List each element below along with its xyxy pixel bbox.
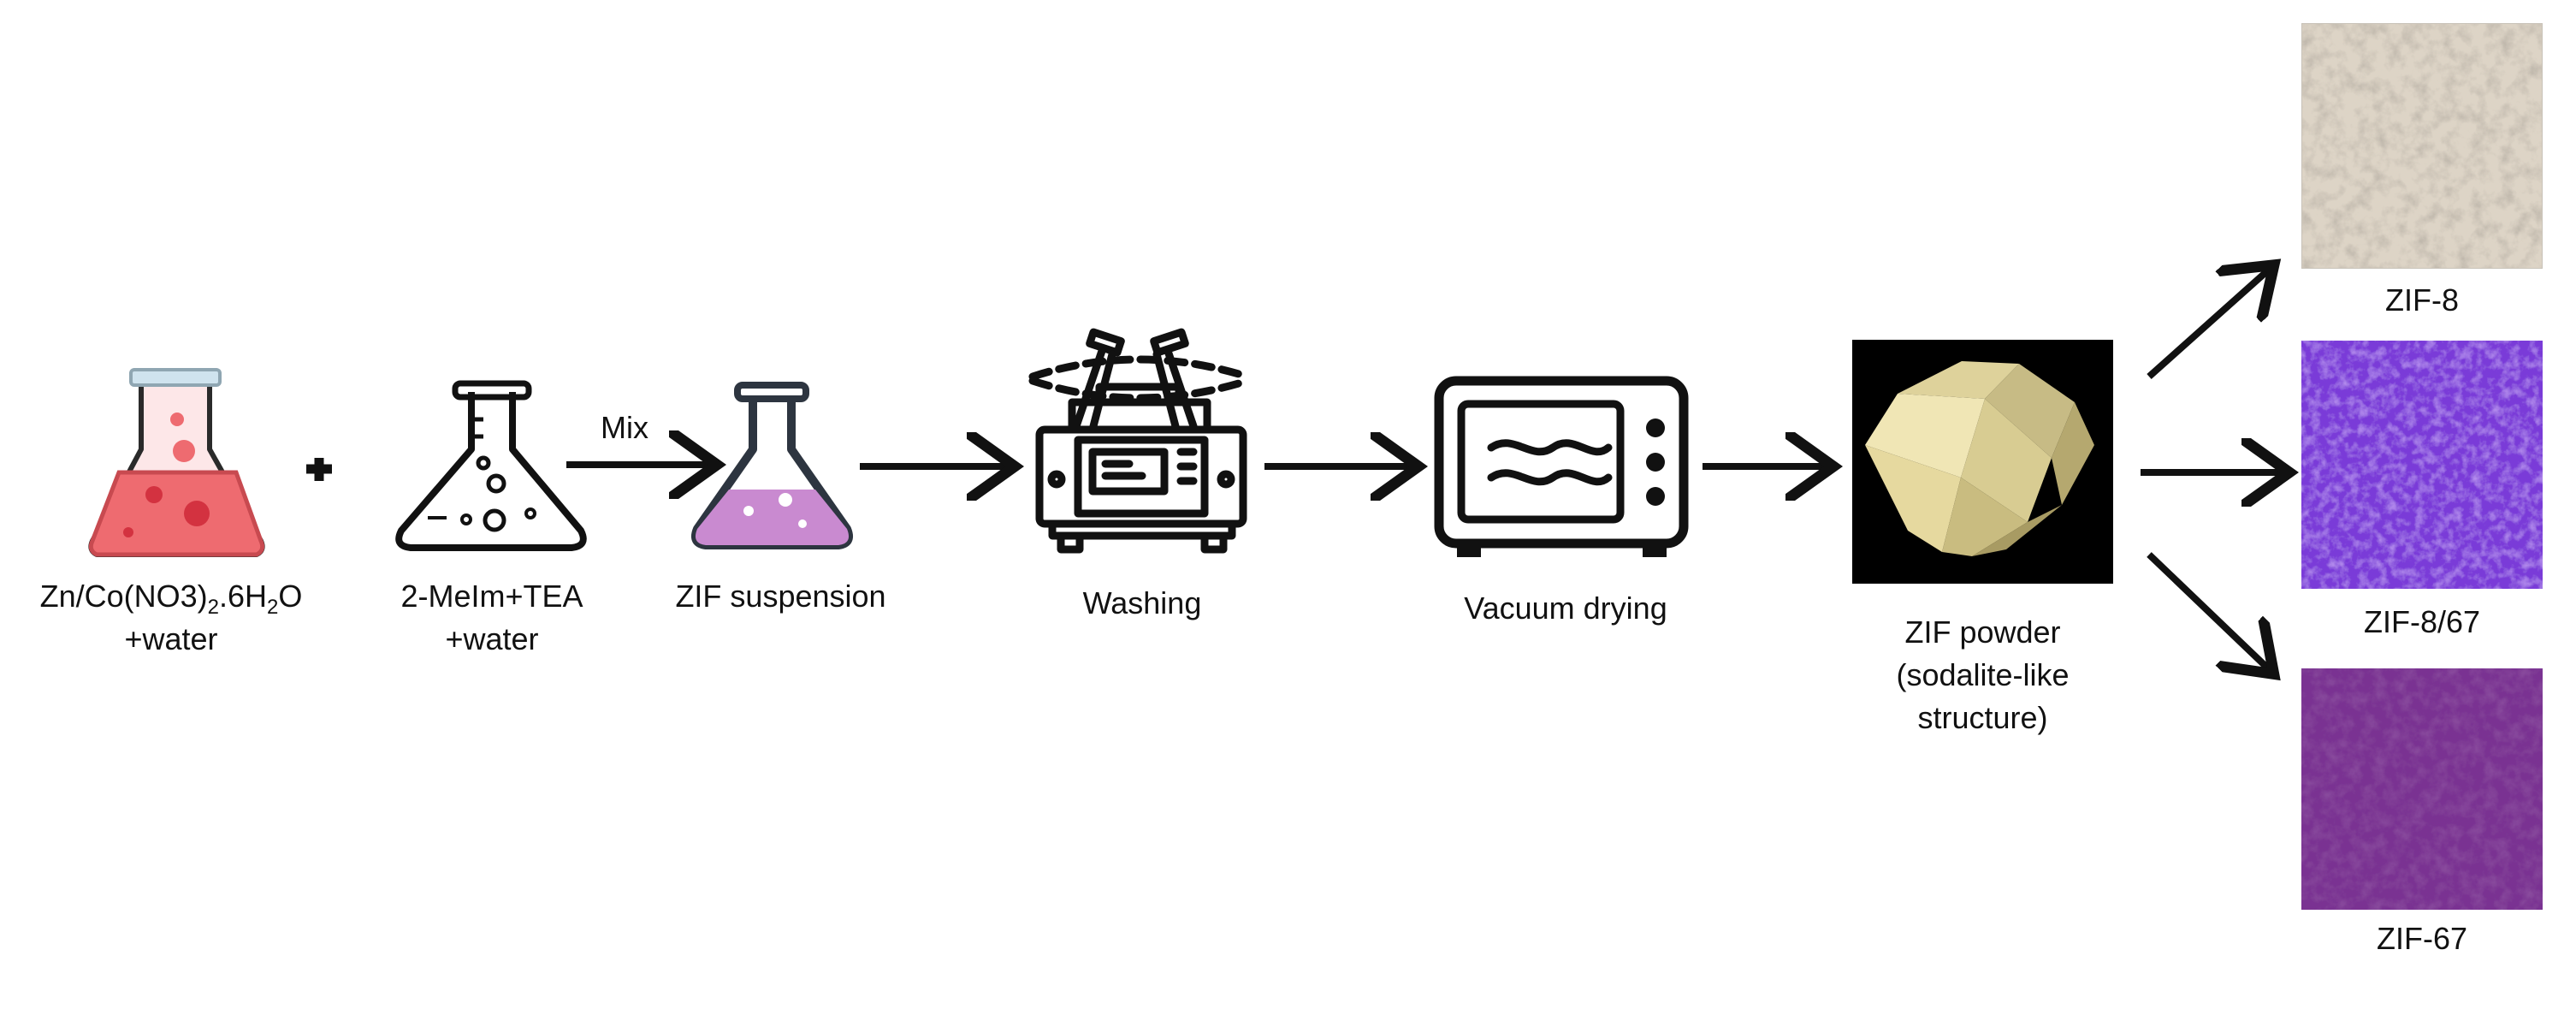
suspension-label: ZIF suspension	[675, 579, 886, 614]
red-flask-icon	[88, 368, 265, 557]
reagent2-solvent: +water	[445, 621, 539, 656]
oven-icon	[1434, 376, 1689, 557]
powder-line1: ZIF powder	[1904, 614, 2061, 650]
reagent1-label: Zn/Co(NO3)2.6H2O +water	[17, 575, 325, 661]
reagent1-solvent: +water	[124, 621, 218, 656]
arrow-to-zif8	[2147, 270, 2269, 379]
powder-line3: structure)	[1917, 700, 2048, 735]
empty-flask-icon	[395, 380, 587, 551]
mix-label: Mix	[601, 410, 648, 445]
zif67-photo	[2301, 668, 2543, 910]
zif8-67-photo	[2301, 341, 2543, 589]
plus-icon	[306, 458, 332, 481]
powder-label: ZIF powder (sodalite-like structure)	[1852, 611, 2113, 739]
powder-line2: (sodalite-like	[1896, 657, 2070, 692]
zif8-67-label: ZIF-8/67	[2363, 604, 2481, 639]
crystal-icon	[1852, 340, 2113, 584]
zif8-photo	[2301, 23, 2543, 269]
arrow-to-zif67	[2147, 552, 2269, 669]
zif67-label: ZIF-67	[2376, 921, 2467, 956]
zif8-label: ZIF-8	[2385, 282, 2459, 318]
drying-label: Vacuum drying	[1464, 591, 1667, 626]
washing-label: Washing	[1082, 585, 1202, 620]
pink-flask-icon	[691, 382, 853, 549]
reagent1-formula: Zn/Co(NO3)2.6H2O	[39, 579, 303, 620]
reagent2-label: 2-MeIm+TEA +water	[376, 575, 607, 661]
reagent2-formula: 2-MeIm+TEA	[400, 579, 583, 614]
centrifuge-icon	[1028, 328, 1252, 554]
